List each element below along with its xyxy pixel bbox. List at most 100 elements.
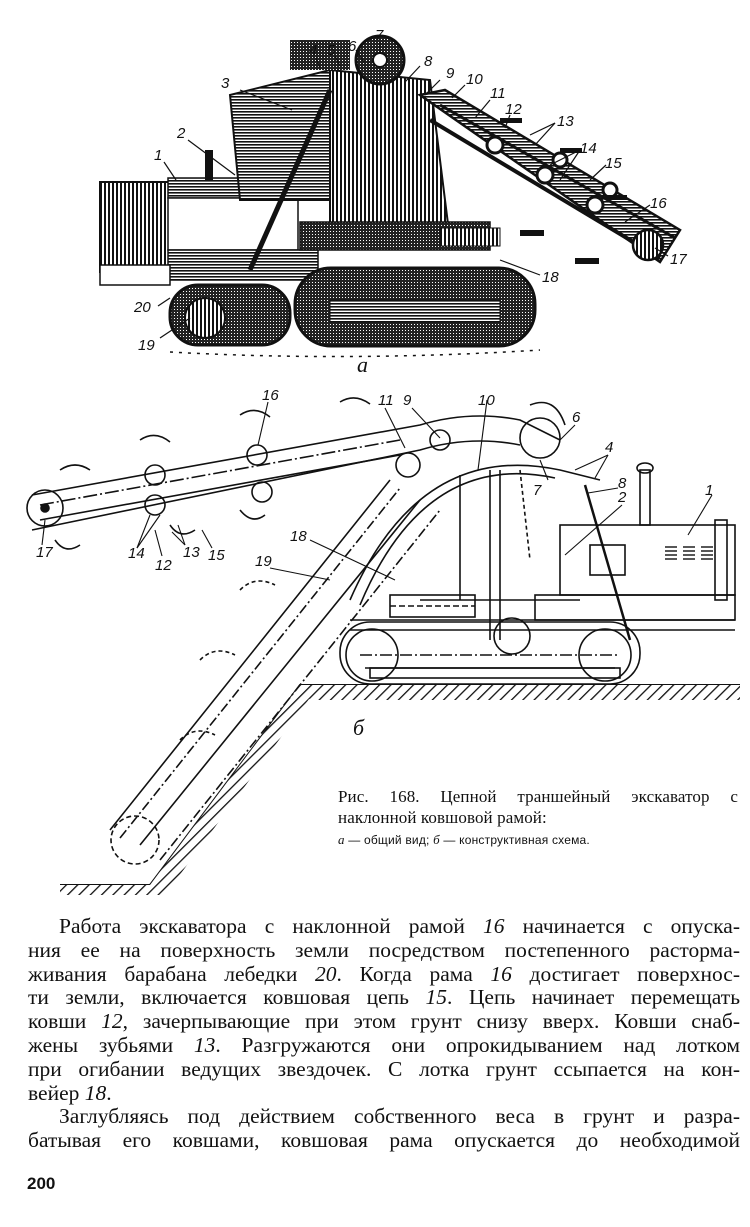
legend-text-b: конструктивная схема. xyxy=(459,833,590,847)
text-line: при огибании ведущих звездочек. С лотка … xyxy=(28,1056,740,1082)
text-run: . xyxy=(106,1080,112,1105)
callout-18: 18 xyxy=(290,528,307,545)
callout-12: 12 xyxy=(155,557,172,574)
body-text: Работа экскаватора с наклонной рамой 16 … xyxy=(28,914,740,1153)
text-run: вейер xyxy=(28,1080,85,1105)
callout-5: 5 xyxy=(327,42,336,59)
text-run: достигает поверхнос- xyxy=(511,961,740,986)
callout-10: 10 xyxy=(466,71,483,88)
text-run: . Цепь начинает перемещать xyxy=(446,985,740,1010)
callout-13: 13 xyxy=(557,113,574,130)
text-line: ния ее на поверхность земли посредством … xyxy=(28,937,740,963)
callout-8: 8 xyxy=(618,475,627,492)
text-line: ти земли, включается ковшовая цепь 15. Ц… xyxy=(28,985,740,1010)
callout-6: 6 xyxy=(348,38,357,55)
callout-15: 15 xyxy=(208,547,225,564)
ground-and-trench xyxy=(60,684,740,895)
text-line: живания барабана лебедки 20. Когда рама … xyxy=(28,961,740,987)
text-run: Работа экскаватора с наклонной рамой xyxy=(59,914,484,938)
callout-12: 12 xyxy=(505,101,522,118)
figure-reference: 20 xyxy=(315,961,337,986)
figure-title: Цепной траншейный экскаватор с наклонной… xyxy=(338,787,738,827)
text-run: Заглубляясь под действием собственного в… xyxy=(59,1104,740,1129)
callout-3: 3 xyxy=(221,75,230,92)
callout-11: 11 xyxy=(378,392,394,409)
figure-b-structural-scheme: 1 2 4 6 7 8 9 10 11 12 13 14 15 16 17 18… xyxy=(0,380,750,900)
legend-key-a: а xyxy=(338,832,345,847)
text-line: вейер 18. xyxy=(28,1080,740,1106)
excavator-scheme: 1 2 4 6 7 8 9 10 11 12 13 14 15 16 17 18… xyxy=(26,387,740,895)
text-line: батывая его ковшами, ковшовая рама опуск… xyxy=(28,1128,740,1153)
figure-a-general-view: 1 2 3 4 5 6 7 8 9 10 11 12 13 14 15 16 1… xyxy=(0,0,750,380)
callout-leaders-b xyxy=(41,399,713,581)
callout-16: 16 xyxy=(262,387,279,404)
figure-reference: 15 xyxy=(425,985,447,1010)
tractor-engine-1 xyxy=(350,462,736,631)
text-run: . Когда рама xyxy=(336,961,491,986)
paragraph: Работа экскаватора с наклонной рамой 16 … xyxy=(28,914,740,1106)
crawler-tracks xyxy=(168,266,541,358)
crawler-track xyxy=(339,617,641,685)
callout-7: 7 xyxy=(375,27,384,44)
callout-14: 14 xyxy=(128,545,145,562)
figure-legend: а — общий вид; б — конструктивная схема. xyxy=(338,832,590,847)
callout-18: 18 xyxy=(542,269,559,286)
page-number: 200 xyxy=(27,1174,56,1193)
callout-4: 4 xyxy=(309,42,317,59)
support-arch-10 xyxy=(349,464,632,641)
callout-19: 19 xyxy=(138,337,155,354)
legend-text-a: общий вид; xyxy=(363,833,430,847)
cabin-frame xyxy=(228,34,452,272)
callout-labels-b: 1 2 4 6 7 8 9 10 11 12 13 14 15 16 17 18… xyxy=(36,387,713,740)
text-run: ния ее на поверхность земли посредством … xyxy=(28,937,740,962)
callout-9: 9 xyxy=(403,392,412,409)
callout-2: 2 xyxy=(617,489,627,506)
conveyor-18 xyxy=(299,221,501,251)
figure-caption: Рис. 168. Цепной траншейный экскаватор с… xyxy=(338,786,738,848)
text-line: Заглубляясь под действием собственного в… xyxy=(28,1104,740,1129)
legend-key-b: б xyxy=(433,832,440,847)
figure-reference: 12 xyxy=(101,1009,123,1034)
bucket-boom xyxy=(416,88,682,264)
text-run: батывая его ковшами, ковшовая рама опуск… xyxy=(28,1128,740,1153)
excavator-illustration: 1 2 3 4 5 6 7 8 9 10 11 12 13 14 15 16 1… xyxy=(99,27,687,377)
text-line: Работа экскаватора с наклонной рамой 16 … xyxy=(28,914,740,939)
callout-8: 8 xyxy=(424,53,433,70)
callout-4: 4 xyxy=(605,439,613,456)
callout-17: 17 xyxy=(670,251,687,268)
bucket-frame-16 xyxy=(26,397,566,550)
text-run: . Разгружаются они опрокидыванием над ло… xyxy=(215,1032,740,1057)
text-run: , зачерпывающие при этом грунт снизу вве… xyxy=(122,1009,740,1034)
callout-16: 16 xyxy=(650,195,667,212)
paragraph: Заглубляясь под действием собственного в… xyxy=(28,1104,740,1153)
callout-leaders xyxy=(157,42,669,339)
callout-10: 10 xyxy=(478,392,495,409)
figure-reference: 16 xyxy=(490,961,512,986)
figure-reference: 18 xyxy=(84,1080,107,1105)
callout-11: 11 xyxy=(490,85,506,102)
callout-labels-a: 1 2 3 4 5 6 7 8 9 10 11 12 13 14 15 16 1… xyxy=(133,27,687,377)
callout-14: 14 xyxy=(580,140,597,157)
panel-a-label: а xyxy=(357,352,368,377)
callout-13: 13 xyxy=(183,544,200,561)
text-run: ковши xyxy=(28,1009,102,1034)
callout-2: 2 xyxy=(176,125,186,142)
panel-b-label: б xyxy=(353,715,365,740)
conveyor-18 xyxy=(389,594,476,618)
callout-9: 9 xyxy=(446,65,455,82)
callout-20: 20 xyxy=(133,299,151,316)
text-line: жены зубьями 13. Разгружаются они опроки… xyxy=(28,1032,740,1058)
callout-6: 6 xyxy=(572,409,581,426)
inclined-boom xyxy=(109,479,441,865)
text-run: живания барабана лебедки xyxy=(28,961,316,986)
figure-reference: 13 xyxy=(193,1032,216,1057)
text-run: при огибании ведущих звездочек. С лотка … xyxy=(28,1056,740,1081)
text-run: ти земли, включается ковшовая цепь xyxy=(28,985,426,1010)
callout-19: 19 xyxy=(255,553,272,570)
text-run: жены зубьями xyxy=(28,1032,194,1057)
callout-7: 7 xyxy=(533,482,542,499)
text-run: начинается с опуска- xyxy=(504,914,740,938)
callout-1: 1 xyxy=(705,482,713,499)
callout-1: 1 xyxy=(154,147,162,164)
callout-17: 17 xyxy=(36,544,53,561)
